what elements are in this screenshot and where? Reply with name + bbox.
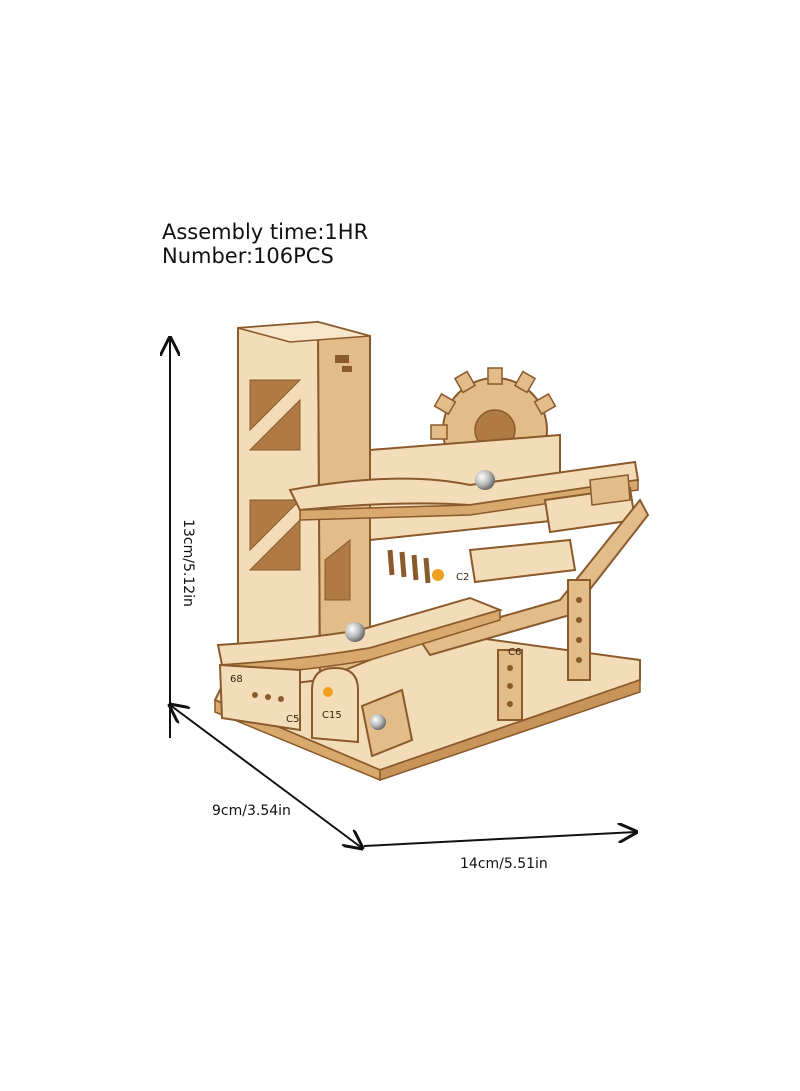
width-dimension-label: 14cm/5.51in [460, 856, 548, 872]
part-label-c5: C5 [286, 714, 299, 725]
support-posts [497, 579, 591, 721]
spring [387, 549, 444, 584]
height-dimension-label: 13cm/5.12in [180, 519, 196, 607]
assembly-time-text: Assembly time:1HR [162, 220, 369, 244]
part-label-c15: C15 [322, 710, 342, 721]
part-label-c6: C6 [508, 647, 521, 658]
steel-ball [370, 714, 386, 730]
part-labels: C5 C15 C6 C2 68 [230, 572, 521, 725]
diagonal-ramp [418, 498, 650, 657]
step-ramps [468, 474, 637, 584]
steel-ball [345, 622, 365, 642]
steel-balls [345, 470, 495, 730]
upper-track [288, 460, 640, 521]
lift-tower [237, 320, 371, 692]
depth-dimension-label: 9cm/3.54in [212, 803, 291, 819]
front-blocks [218, 663, 414, 758]
part-label-c2: C2 [456, 572, 469, 583]
piece-count-text: Number:106PCS [162, 244, 334, 268]
depth-arrow [170, 705, 362, 848]
steel-ball [475, 470, 495, 490]
product-info: Assembly time:1HR Number:106PCS [162, 220, 368, 268]
part-label-68: 68 [230, 674, 243, 685]
width-arrow [363, 832, 636, 847]
